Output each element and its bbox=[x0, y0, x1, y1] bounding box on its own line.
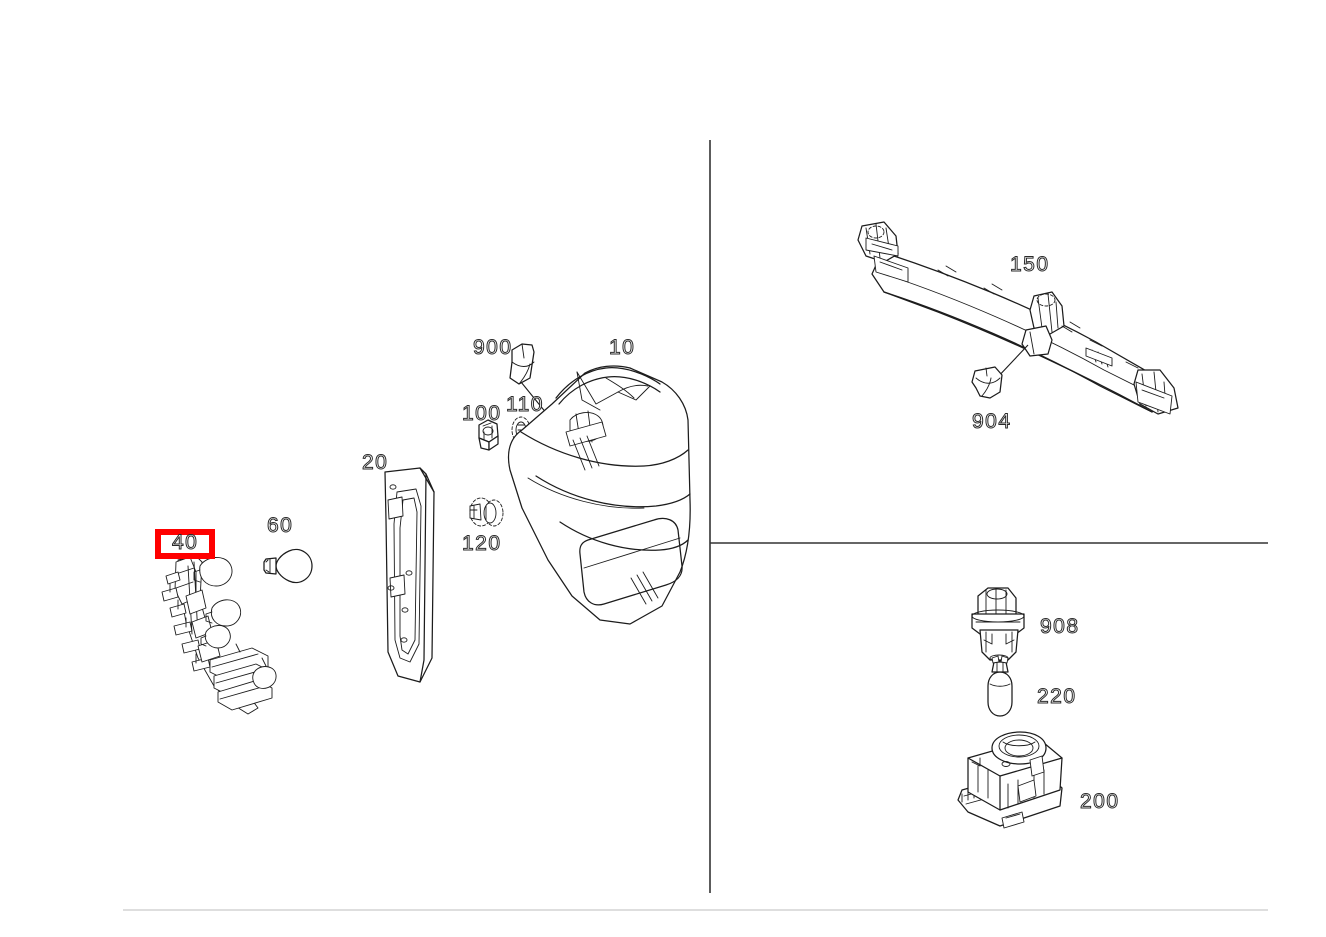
part-120-grommet bbox=[469, 497, 504, 527]
callout-40: 40 bbox=[171, 531, 199, 554]
callout-904: 904 bbox=[972, 410, 1012, 433]
callout-900: 900 bbox=[473, 336, 513, 359]
part-220-license-plate-bulb bbox=[987, 655, 1013, 717]
callout-120: 120 bbox=[462, 532, 502, 555]
part-20-gasket-seal bbox=[384, 467, 435, 683]
callout-220: 220 bbox=[1037, 685, 1077, 708]
part-200-license-plate-lamp bbox=[957, 731, 1063, 829]
callout-908: 908 bbox=[1040, 615, 1080, 638]
part-100-flange-nut bbox=[478, 419, 499, 451]
callout-10: 10 bbox=[608, 336, 636, 359]
part-60-bulb bbox=[263, 548, 313, 584]
callout-110: 110 bbox=[506, 393, 544, 416]
callout-150: 150 bbox=[1010, 253, 1050, 276]
part-40-bulb-holder-carrier bbox=[161, 555, 277, 715]
part-904-clip bbox=[971, 366, 1003, 399]
callout-60: 60 bbox=[266, 514, 294, 537]
panel-dividers bbox=[123, 140, 1268, 911]
highlight-box-part-40 bbox=[155, 529, 215, 559]
part-150-bumper-reinforcement-carrier bbox=[857, 221, 1179, 415]
callout-20: 20 bbox=[361, 451, 389, 474]
callout-200: 200 bbox=[1080, 790, 1120, 813]
callout-100: 100 bbox=[462, 402, 502, 425]
part-908-lamp-socket bbox=[971, 587, 1025, 662]
part-10-tail-lamp-housing bbox=[507, 365, 691, 625]
